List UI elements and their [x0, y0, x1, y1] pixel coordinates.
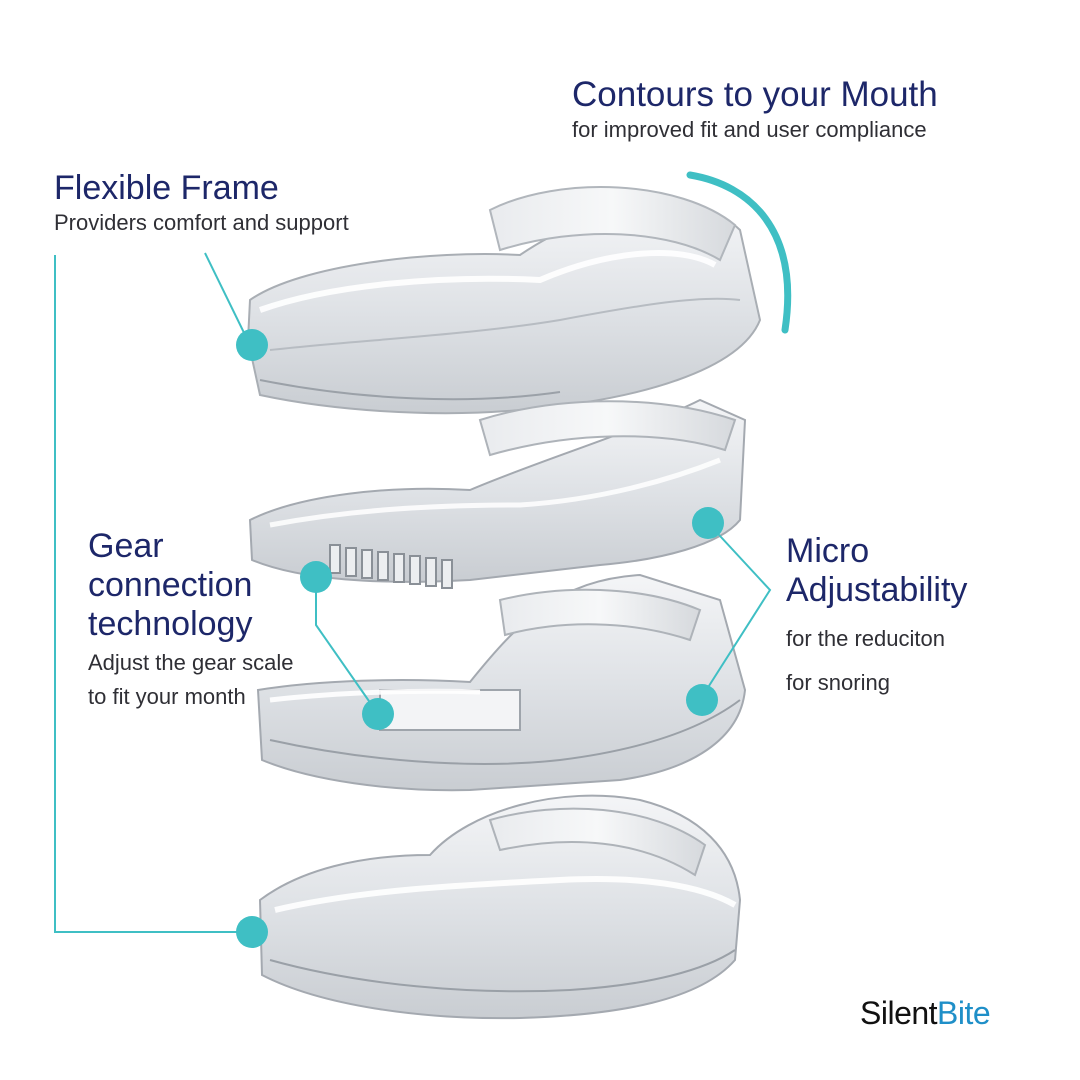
callout-dot-micro-lower: [686, 684, 718, 716]
layer-upper-gear-plate: [248, 398, 747, 589]
callout-gear-title-line3: technology: [88, 605, 253, 643]
callout-contours-title: Contours to your Mouth: [572, 75, 938, 114]
callout-dot-gear-upper: [300, 561, 332, 593]
callout-dot-micro-upper: [692, 507, 724, 539]
callout-dot-gear-lower: [362, 698, 394, 730]
callout-flexible-subtitle: Providers comfort and support: [54, 210, 349, 235]
callout-micro-title-line1: Micro: [786, 532, 870, 570]
callout-contours-subtitle: for improved fit and user compliance: [572, 117, 927, 142]
callout-gear-title-line2: connection: [88, 566, 253, 604]
callout-micro-adjustability: Micro Adjustability for the reduciton fo…: [786, 532, 967, 698]
callout-gear-subtitle-line2: to fit your month: [88, 684, 246, 709]
callout-micro-subtitle-line1: for the reduciton: [786, 626, 945, 651]
callout-flexible-title: Flexible Frame: [54, 169, 279, 207]
callout-gear-title-line1: Gear: [88, 527, 164, 565]
gear-teeth: [329, 544, 453, 589]
brand-logo-part2: Bite: [937, 995, 991, 1031]
callout-gear-subtitle-line1: Adjust the gear scale: [88, 650, 294, 675]
callout-dot-bottom-tray: [236, 916, 268, 948]
callout-dot-flexible-frame: [236, 329, 268, 361]
callout-gear-connection: Gear connection technology Adjust the ge…: [88, 527, 293, 712]
layer-lower-gear-plate: [256, 573, 747, 792]
contours-arc: [686, 171, 792, 334]
layer-top-tray: [246, 186, 762, 415]
callout-flexible-frame: Flexible Frame Providers comfort and sup…: [54, 168, 349, 238]
layer-bottom-tray: [258, 794, 742, 1020]
callout-micro-subtitle-line2: for snoring: [786, 670, 890, 695]
callout-micro-title-line2: Adjustability: [786, 571, 968, 609]
brand-logo: SilentBite: [860, 995, 991, 1032]
callout-contours: Contours to your Mouth for improved fit …: [572, 75, 938, 145]
brand-logo-part1: Silent: [860, 995, 938, 1031]
